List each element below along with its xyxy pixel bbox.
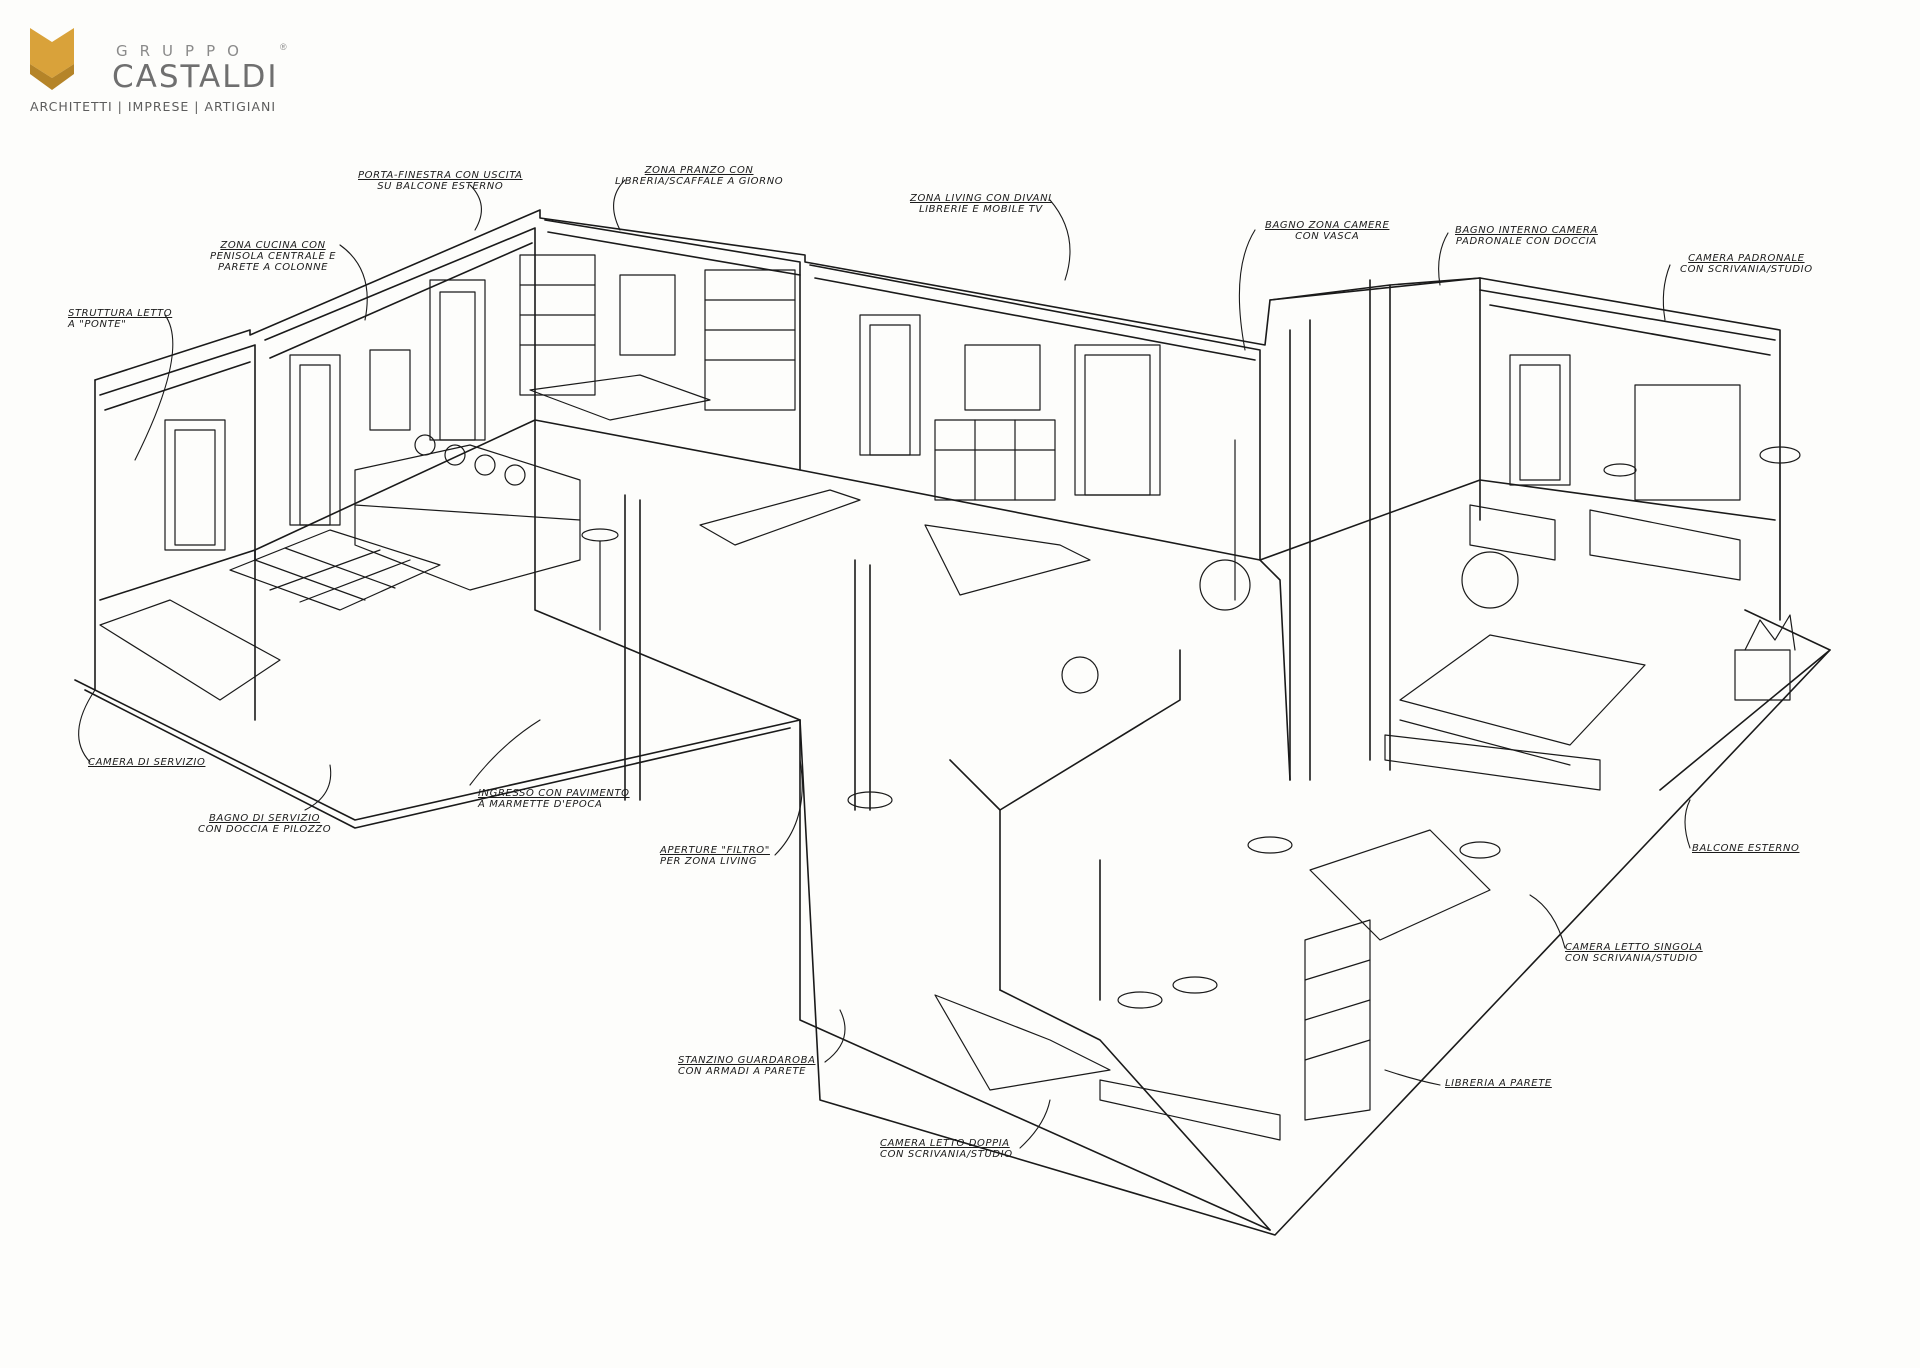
annotation-camera-doppia: CAMERA LETTO DOPPIA CON SCRIVANIA/STUDIO	[880, 1138, 1013, 1160]
annotation-camera-padronale: CAMERA PADRONALE CON SCRIVANIA/STUDIO	[1680, 253, 1813, 275]
annotation-camera-servizio: CAMERA DI SERVIZIO	[88, 757, 206, 768]
annotation-zona-pranzo: ZONA PRANZO CON LIBRERIA/SCAFFALE A GIOR…	[615, 165, 784, 187]
annotation-stanzino-guardaroba: STANZINO GUARDAROBA CON ARMADI A PARETE	[678, 1055, 816, 1077]
annotation-aperture-filtro: APERTURE "FILTRO" PER ZONA LIVING	[660, 845, 770, 867]
annotation-bagno-interno: BAGNO INTERNO CAMERA PADRONALE CON DOCCI…	[1455, 225, 1598, 247]
annotation-zona-cucina: ZONA CUCINA CON PENISOLA CENTRALE E PARE…	[210, 240, 337, 273]
annotation-bagno-zona-camere: BAGNO ZONA CAMERE CON VASCA	[1265, 220, 1390, 242]
brand-logo: GRUPPO ® CASTALDI ARCHITETTI | IMPRESE |…	[30, 28, 320, 118]
annotation-balcone-esterno: BALCONE ESTERNO	[1692, 843, 1800, 854]
annotation-ingresso: INGRESSO CON PAVIMENTO A MARMETTE D'EPOC…	[478, 788, 630, 810]
annotation-struttura-letto: STRUTTURA LETTO A "PONTE"	[68, 308, 173, 330]
logo-name: CASTALDI	[112, 59, 279, 95]
logo-tagline: ARCHITETTI | IMPRESE | ARTIGIANI	[30, 99, 277, 114]
annotation-bagno-servizio: BAGNO DI SERVIZIO CON DOCCIA E PILOZZO	[198, 813, 332, 835]
castaldi-mark-icon	[30, 28, 74, 90]
annotation-libreria-parete: LIBRERIA A PARETE	[1445, 1078, 1552, 1089]
logo-registered: ®	[280, 42, 287, 52]
logo-gruppo: GRUPPO	[116, 42, 251, 60]
annotation-porta-finestra: PORTA-FINESTRA CON USCITA SU BALCONE EST…	[358, 170, 523, 192]
annotation-zona-living: ZONA LIVING CON DIVANI LIBRERIE E MOBILE…	[910, 193, 1052, 215]
annotation-camera-singola: CAMERA LETTO SINGOLA CON SCRIVANIA/STUDI…	[1565, 942, 1703, 964]
